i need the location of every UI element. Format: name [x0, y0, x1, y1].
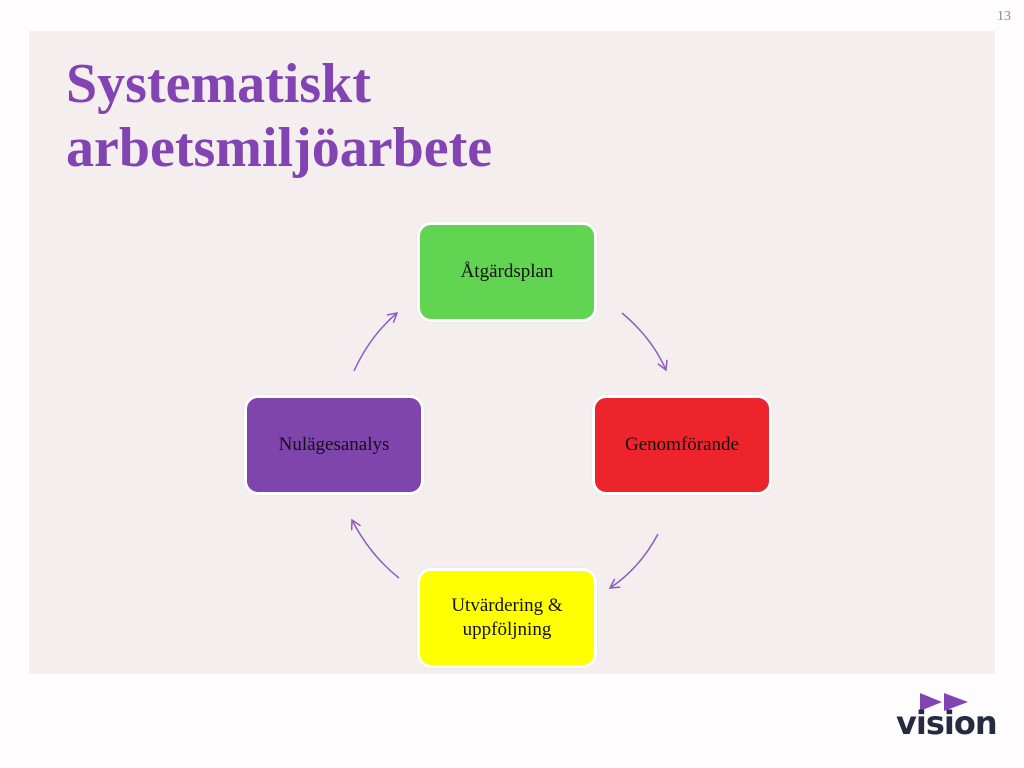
node-label: Nulägesanalys — [278, 434, 390, 455]
node-label: Utvärdering & uppföljning — [451, 595, 563, 640]
node-label: Genomförande — [625, 434, 739, 455]
node-genomforande: Genomförande — [592, 395, 772, 495]
slide-title: Systematiskt arbetsmiljöarbete — [66, 53, 493, 179]
node-atgardsplan: Åtgärdsplan — [417, 222, 597, 322]
vision-logo-text: vision — [896, 704, 998, 742]
content-panel — [29, 31, 995, 674]
node-utvardering: Utvärdering & uppföljning — [417, 568, 597, 668]
node-label: Åtgärdsplan — [460, 261, 554, 282]
play-arrows-icon — [920, 693, 968, 711]
page-number: 13 — [997, 9, 1011, 24]
vision-logo: vision — [896, 690, 1000, 750]
node-nulagesanalys: Nulägesanalys — [244, 395, 424, 495]
